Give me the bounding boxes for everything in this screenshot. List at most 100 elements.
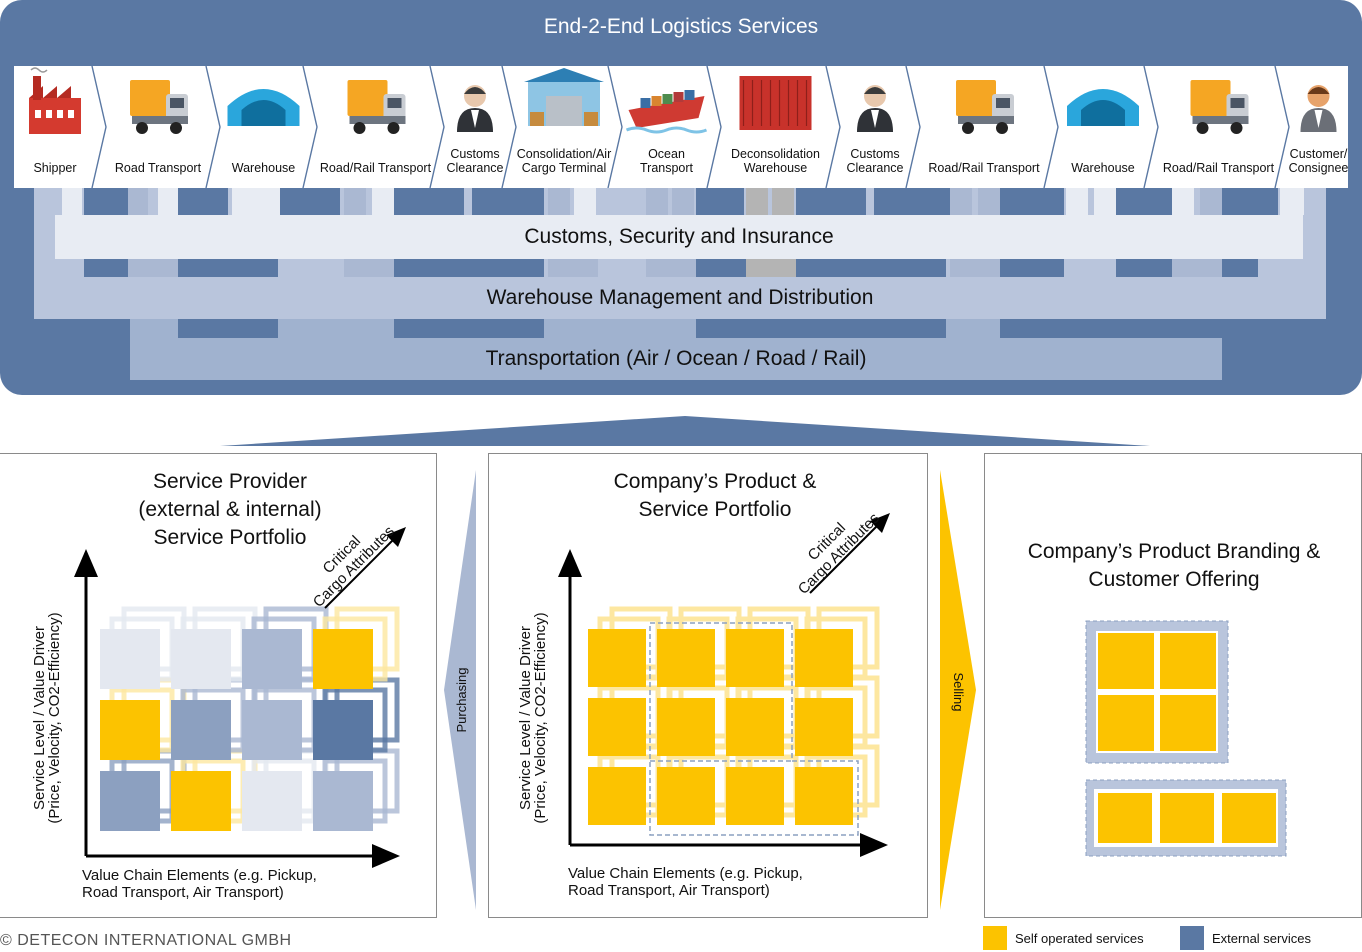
chevron-divider	[1143, 66, 1159, 188]
connector-strip	[1172, 188, 1194, 215]
connector-strip	[796, 188, 866, 215]
x-axis-label: Value Chain Elements (e.g. Pickup,Road T…	[568, 865, 803, 899]
connector-strip	[874, 188, 950, 215]
chain-step-label: Warehouse	[232, 161, 296, 175]
connector-strip	[772, 188, 794, 215]
connector-strip	[1066, 188, 1088, 215]
copyright: © DETECON INTERNATIONAL GMBH	[0, 932, 292, 949]
panel-title-line: Service Provider	[152, 470, 308, 493]
warehouse-band-label: Warehouse Management and Distribution	[486, 286, 874, 309]
chain-step: Road/Rail Transport	[905, 66, 1040, 188]
offering-cell	[1160, 633, 1216, 689]
offering-cell	[1160, 793, 1214, 843]
chain-step: Road/Rail Transport	[302, 66, 432, 188]
matrix-cell	[795, 629, 853, 687]
chain-step-label: Warehouse	[1071, 161, 1135, 175]
chain-step-label: Road/Rail Transport	[928, 161, 1040, 175]
connector-strip	[1116, 319, 1222, 338]
connector-strip	[548, 259, 598, 277]
x-axis-arrow-icon	[372, 844, 400, 868]
connector-strip	[548, 188, 570, 215]
middle-panel-title: Company’s Product &Service Portfolio	[540, 468, 890, 524]
matrix-cell	[726, 767, 784, 825]
connector-strip	[1000, 188, 1064, 215]
connector-strip	[472, 188, 544, 215]
panel-title-line: Customer Offering	[1088, 568, 1260, 591]
matrix-cell	[100, 629, 160, 689]
connector-strip	[84, 259, 128, 277]
connector-strip	[128, 259, 178, 277]
factory-icon	[29, 67, 81, 134]
right-panel-title: Company’s Product Branding & Customer Off…	[994, 538, 1354, 594]
connector-strip	[1280, 188, 1304, 215]
chevron-divider	[501, 66, 517, 188]
z-axis-label: CriticalCargo Attributes	[783, 498, 883, 598]
chain-step: Warehouse	[1043, 66, 1139, 188]
chain-step-label: Road/Rail Transport	[320, 161, 432, 175]
matrix-cell	[242, 629, 302, 689]
connector-strip	[646, 188, 668, 215]
connector-strip	[394, 259, 544, 277]
panel-title-line: Company’s Product Branding &	[1027, 540, 1321, 563]
y-axis-label: Service Level / Value Driver(Price, Velo…	[517, 612, 549, 823]
connector-strip	[978, 188, 1000, 215]
connector-strip	[232, 188, 256, 215]
panel-title-line: Service Portfolio	[153, 526, 307, 549]
matrix-cell	[657, 698, 715, 756]
customs-band: Customs, Security and Insurance	[55, 215, 1303, 259]
connector-strip	[1200, 188, 1222, 215]
connector-strip	[796, 259, 946, 277]
panel-title-line: Service Portfolio	[638, 498, 792, 521]
offering-blocks	[1085, 620, 1287, 857]
connector-strip	[344, 259, 394, 277]
matrix-cell	[171, 700, 231, 760]
connector-strip	[62, 188, 82, 215]
matrix-cell	[657, 629, 715, 687]
matrix-cell	[242, 771, 302, 831]
matrix-cell	[795, 767, 853, 825]
connector-strip	[178, 188, 228, 215]
connector-strip	[950, 188, 972, 215]
matrix-cell	[313, 629, 373, 689]
z-axis-label: CriticalCargo Attributes	[298, 511, 398, 611]
connector-strip	[84, 188, 128, 215]
chevron-divider	[905, 66, 921, 188]
panel-title-line: (external & internal)	[138, 498, 322, 521]
chevron-divider	[1274, 66, 1290, 188]
matrix-cell	[795, 698, 853, 756]
matrix-cell	[657, 767, 715, 825]
matrix-cell	[242, 700, 302, 760]
chain-step-label: Customer/Consignee	[1289, 147, 1348, 175]
chevron-divider	[205, 66, 221, 188]
person-icon	[857, 85, 893, 132]
purchasing-label: Purchasing	[454, 667, 469, 733]
connector-strip	[280, 188, 340, 215]
transport-band-label: Transportation (Air / Ocean / Road / Rai…	[485, 347, 867, 370]
connector-strip	[158, 188, 178, 215]
warehouse-icon	[1067, 89, 1139, 126]
chain-step: Customer/Consignee	[1274, 66, 1348, 188]
chain-step: Warehouse	[205, 66, 300, 188]
z-axis	[324, 536, 397, 609]
matrix-cell	[588, 629, 646, 687]
top-panel-title: End-2-End Logistics Services	[543, 15, 819, 38]
connector-strip	[672, 188, 694, 215]
connector-strip	[746, 188, 768, 215]
connector-strip	[696, 319, 796, 338]
connector-strip	[696, 259, 746, 277]
chain-step: Shipper	[29, 67, 81, 175]
self-operated-swatch	[983, 926, 1007, 950]
customer-icon	[1300, 85, 1337, 132]
connector-strip	[394, 188, 464, 215]
matrix-cell	[726, 698, 784, 756]
